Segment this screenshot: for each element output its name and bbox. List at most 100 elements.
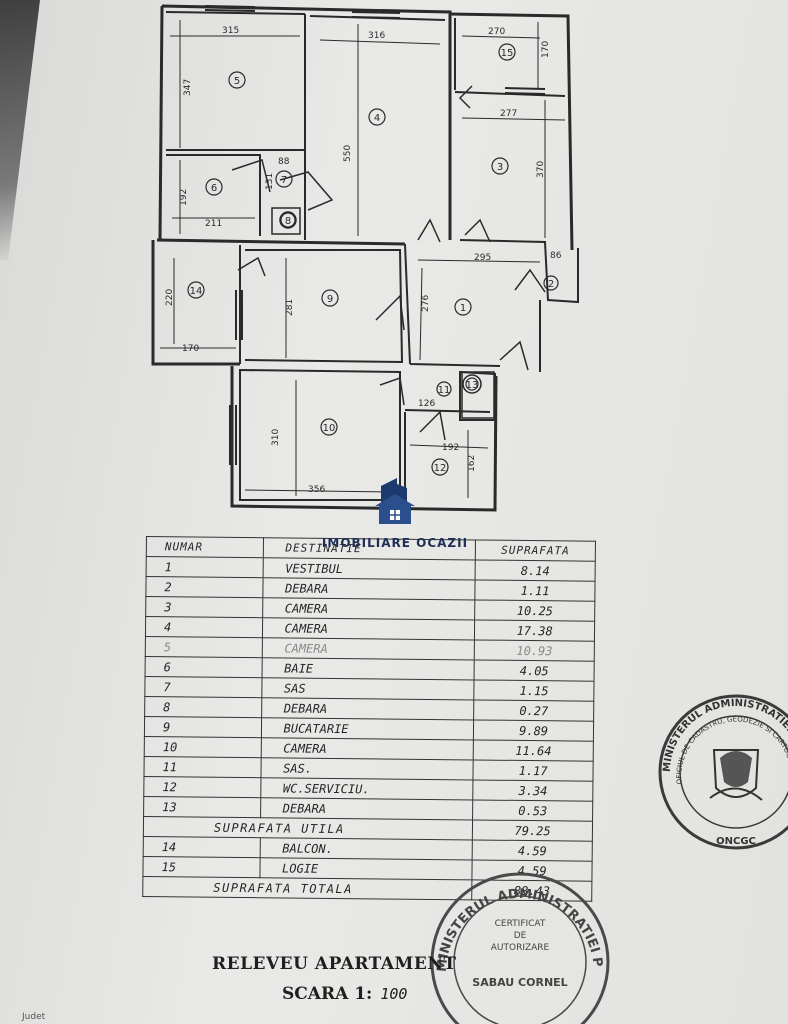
document-title: RELEVEU APARTAMENT xyxy=(212,954,457,974)
dim-label: 295 xyxy=(474,253,491,263)
auth-stamp-line2: DE xyxy=(514,931,527,941)
dim-label: 370 xyxy=(536,161,546,178)
dim-label: 88 xyxy=(278,157,290,167)
watermark-text: IMOBILIARE OCAZII xyxy=(321,536,469,550)
row-name: DEBARA xyxy=(260,797,474,820)
house-logo-icon xyxy=(375,478,415,524)
row-area: 0.53 xyxy=(472,799,593,822)
row-number: 1 xyxy=(146,556,263,578)
dim-label: 310 xyxy=(271,429,281,446)
dim-label: 170 xyxy=(541,41,551,58)
row-name: DEBARA xyxy=(261,697,475,720)
row-name: VESTIBUL xyxy=(262,557,476,580)
dim-label: 316 xyxy=(368,31,385,41)
dim-label: 276 xyxy=(421,295,431,312)
dim-label: 550 xyxy=(343,145,353,162)
auth-stamp-line1: CERTIFICAT xyxy=(495,919,546,929)
row-area: 11.64 xyxy=(473,739,594,762)
room-number-13: 13 xyxy=(466,380,479,391)
scale-label: SCARA 1: xyxy=(282,984,373,1004)
dim-label: 86 xyxy=(550,251,562,261)
row-area: 17.38 xyxy=(474,619,595,642)
row-number: 15 xyxy=(142,856,260,878)
header-number: NUMAR xyxy=(146,536,264,558)
row-area: 4.59 xyxy=(472,839,593,862)
row-name: CAMERA xyxy=(260,737,474,760)
row-name: CAMERA xyxy=(262,597,476,620)
room-number-6: 6 xyxy=(211,183,217,194)
row-number: 8 xyxy=(144,696,262,718)
row-name: BALCON. xyxy=(259,837,473,860)
room-number-8: 8 xyxy=(285,216,291,227)
row-area: 0.27 xyxy=(473,699,594,722)
useful-area-value: 79.25 xyxy=(472,819,593,842)
row-name: SAS. xyxy=(260,757,474,780)
dim-label: 347 xyxy=(183,79,193,96)
room-number-2: 2 xyxy=(548,279,554,290)
row-name: SAS xyxy=(261,677,475,700)
dim-label: 126 xyxy=(418,399,435,409)
row-name: BAIE xyxy=(261,657,475,680)
cadastre-stamp: MINISTERUL ADMINISTRATIEI OFICIUL DE CAD… xyxy=(650,688,788,850)
row-name: BUCATARIE xyxy=(260,717,474,740)
dim-label: 270 xyxy=(488,27,505,37)
dim-label: 277 xyxy=(500,109,517,119)
row-area: 1.11 xyxy=(475,579,596,602)
row-area: 1.15 xyxy=(474,679,595,702)
room-number-1: 1 xyxy=(460,303,466,314)
dim-label: 356 xyxy=(308,485,325,495)
dim-label: 162 xyxy=(467,455,477,472)
row-number: 9 xyxy=(144,716,262,738)
auth-stamp-name: SABAU CORNEL xyxy=(472,976,567,989)
row-number: 12 xyxy=(143,776,261,798)
row-number: 3 xyxy=(145,596,263,618)
row-number: 10 xyxy=(144,736,261,758)
row-number: 5 xyxy=(145,636,262,658)
row-number: 6 xyxy=(145,656,262,678)
row-area: 10.93 xyxy=(474,639,595,662)
total-area-label: SUPRAFATA TOTALA xyxy=(142,876,473,900)
dim-label: 192 xyxy=(179,189,189,206)
dim-label: 211 xyxy=(205,219,222,229)
auth-stamp-line3: AUTORIZARE xyxy=(491,943,550,953)
authorization-stamp: MINISTERUL ADMINISTRATIEI PUBLICE CERTIF… xyxy=(426,862,610,1024)
scale-value: 100 xyxy=(380,985,408,1003)
stamp-bottom-label: ONCGC xyxy=(716,836,756,847)
row-name: WC.SERVICIU. xyxy=(260,777,474,800)
dim-label: 281 xyxy=(285,299,295,316)
row-name: CAMERA xyxy=(261,637,475,660)
document-scale: SCARA 1: 100 xyxy=(282,984,407,1004)
row-area: 9.89 xyxy=(473,719,594,742)
row-area: 1.17 xyxy=(473,759,594,782)
row-area: 4.05 xyxy=(474,659,595,682)
room-number-14: 14 xyxy=(190,286,203,297)
floor-plan: 1 2 3 4 5 6 7 8 9 10 11 12 13 14 15 315 … xyxy=(151,4,579,512)
header-area: SUPRAFATA xyxy=(475,539,596,562)
dim-label: 170 xyxy=(182,344,199,354)
room-number-15: 15 xyxy=(501,48,514,59)
row-number: 4 xyxy=(145,616,263,638)
room-number-5: 5 xyxy=(234,76,240,87)
dim-label: 220 xyxy=(165,289,175,306)
row-number: 13 xyxy=(143,796,261,818)
dim-label: 315 xyxy=(222,26,239,36)
row-number: 11 xyxy=(143,756,261,778)
room-number-7: 7 xyxy=(281,175,287,186)
bottom-edge-text: Judet xyxy=(22,1012,46,1022)
watermark-label-wrap: IMOBILIARE OCAZII xyxy=(300,534,490,550)
room-number-3: 3 xyxy=(497,162,503,173)
row-area: 8.14 xyxy=(475,559,596,582)
dim-label: 131 xyxy=(265,173,275,190)
room-number-11: 11 xyxy=(438,385,451,396)
row-number: 14 xyxy=(143,836,260,858)
dim-label: 192 xyxy=(442,443,459,453)
row-name: DEBARA xyxy=(262,577,476,600)
row-number: 2 xyxy=(145,576,263,598)
row-number: 7 xyxy=(144,676,262,698)
row-area: 3.34 xyxy=(473,779,593,802)
room-number-12: 12 xyxy=(434,463,447,474)
room-number-9: 9 xyxy=(327,294,333,305)
room-number-10: 10 xyxy=(323,423,336,434)
